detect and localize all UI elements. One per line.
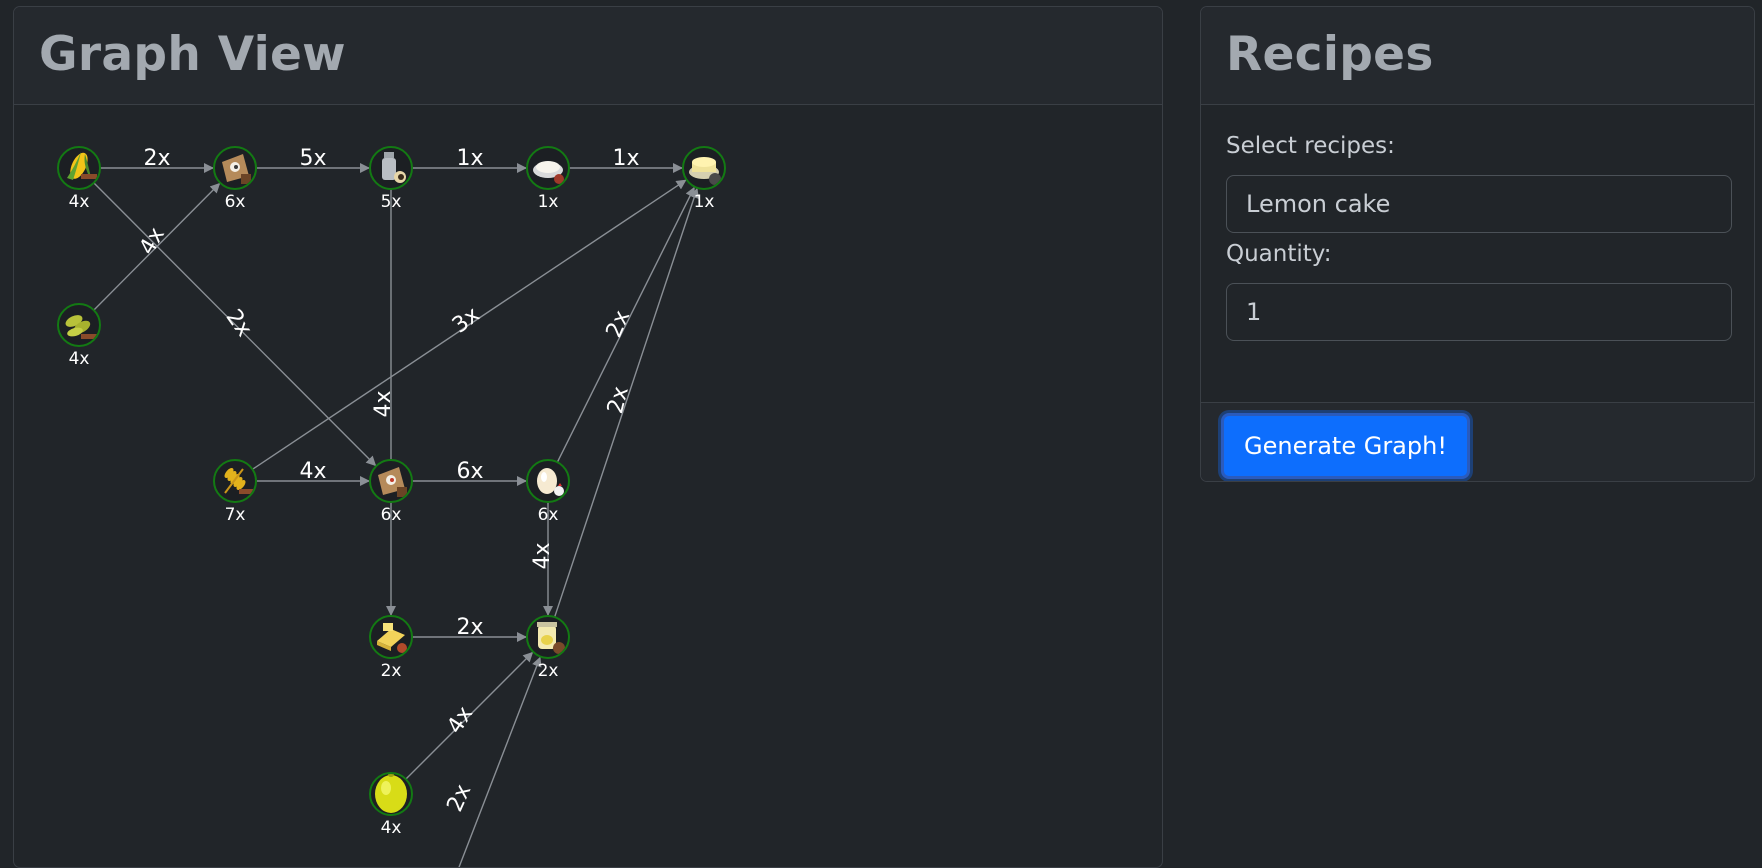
edge-label: 6x (456, 459, 483, 484)
node-quantity-label: 2x (538, 661, 559, 681)
milk-icon (382, 152, 406, 183)
edge-label: 2x (443, 781, 477, 816)
node-lemon_curd[interactable]: 2x (526, 615, 570, 681)
edge-label: 1x (456, 146, 483, 171)
edge-egg-to-lemon_cake (556, 186, 695, 463)
edge-label: 4x (530, 542, 555, 569)
edge-label: 2x (603, 384, 634, 416)
edge-label: 4x (299, 459, 326, 484)
node-quantity-label: 7x (225, 505, 246, 525)
graph-view-title: Graph View (39, 27, 346, 82)
node-butter[interactable]: 2x (369, 615, 413, 681)
chicken-feed-icon (378, 467, 407, 497)
node-quantity-label: 1x (694, 192, 715, 212)
edge-label: 4x (443, 702, 479, 738)
cream-icon (533, 161, 564, 184)
cow-feed-icon (222, 154, 251, 184)
edge-label: 2x (602, 307, 636, 342)
node-chicken_feed[interactable]: 6x (369, 459, 413, 525)
soybean-icon (65, 315, 97, 339)
node-cream[interactable]: 1x (526, 146, 570, 212)
lemon-icon (375, 774, 407, 813)
recipes-footer: Generate Graph! (1201, 403, 1754, 481)
edge-label: 3x (448, 302, 485, 338)
node-cow_feed[interactable]: 6x (213, 146, 257, 212)
wheat-icon (224, 468, 253, 494)
graph-canvas[interactable]: 2x 5x 1x 1x 4x 2x 3x 4x 2x 2x 4x 6x 4x 2x 4x 2x 4x 4x 6x 5… (14, 105, 1162, 867)
node-soybean[interactable]: 4x (57, 303, 101, 369)
node-quantity-label: 6x (381, 505, 402, 525)
quantity-label: Quantity: (1226, 241, 1332, 267)
quantity-input[interactable] (1226, 283, 1732, 341)
edge-label: 4x (371, 390, 396, 417)
edge-label: 2x (456, 615, 483, 640)
edge-lemon-to-lemon_curd (405, 651, 534, 780)
edge-wheat-to-lemon_cake (252, 179, 687, 470)
node-egg[interactable]: 6x (526, 459, 570, 525)
graph-nodes: 4x 4x 6x 5x 1x 1x 7x 6x 6x 2x 2x 4x (57, 146, 726, 838)
generate-graph-button[interactable]: Generate Graph! (1221, 413, 1470, 479)
egg-icon (537, 468, 564, 496)
edge-label: 1x (612, 146, 639, 171)
recipes-header: Recipes (1201, 7, 1754, 105)
node-quantity-label: 2x (381, 661, 402, 681)
node-corn[interactable]: 4x (57, 146, 101, 212)
edge-label: 5x (299, 146, 326, 171)
edge-lemon_curd-to-lemon_cake (553, 187, 699, 618)
node-quantity-label: 4x (69, 349, 90, 369)
node-quantity-label: 6x (225, 192, 246, 212)
lemon-curd-icon (537, 622, 565, 654)
butter-icon (377, 623, 407, 653)
node-wheat[interactable]: 7x (213, 459, 257, 525)
corn-icon (67, 152, 97, 180)
edge-label: 2x (221, 305, 257, 341)
graph-view-header: Graph View (14, 7, 1162, 105)
lemon-cake-icon (689, 157, 721, 185)
node-quantity-label: 1x (538, 192, 559, 212)
edge-offscreen-to-lemon_curd (458, 656, 542, 867)
node-quantity-label: 4x (381, 818, 402, 838)
select-recipes-label: Select recipes: (1226, 133, 1395, 159)
graph-view-card: Graph View 2x5x1x1x4x2x3x4x2x2x4x6x4x2x4… (13, 6, 1163, 868)
recipes-card: Recipes Select recipes: Quantity: Genera… (1200, 6, 1755, 482)
node-lemon_cake[interactable]: 1x (682, 146, 726, 212)
node-quantity-label: 4x (69, 192, 90, 212)
node-quantity-label: 6x (538, 505, 559, 525)
node-lemon[interactable]: 4x (369, 772, 413, 838)
recipe-select-input[interactable] (1226, 175, 1732, 233)
node-milk[interactable]: 5x (369, 146, 413, 212)
node-quantity-label: 5x (381, 192, 402, 212)
recipes-title: Recipes (1226, 27, 1434, 82)
recipes-form: Select recipes: Quantity: (1201, 105, 1754, 403)
edge-label: 2x (143, 146, 170, 171)
